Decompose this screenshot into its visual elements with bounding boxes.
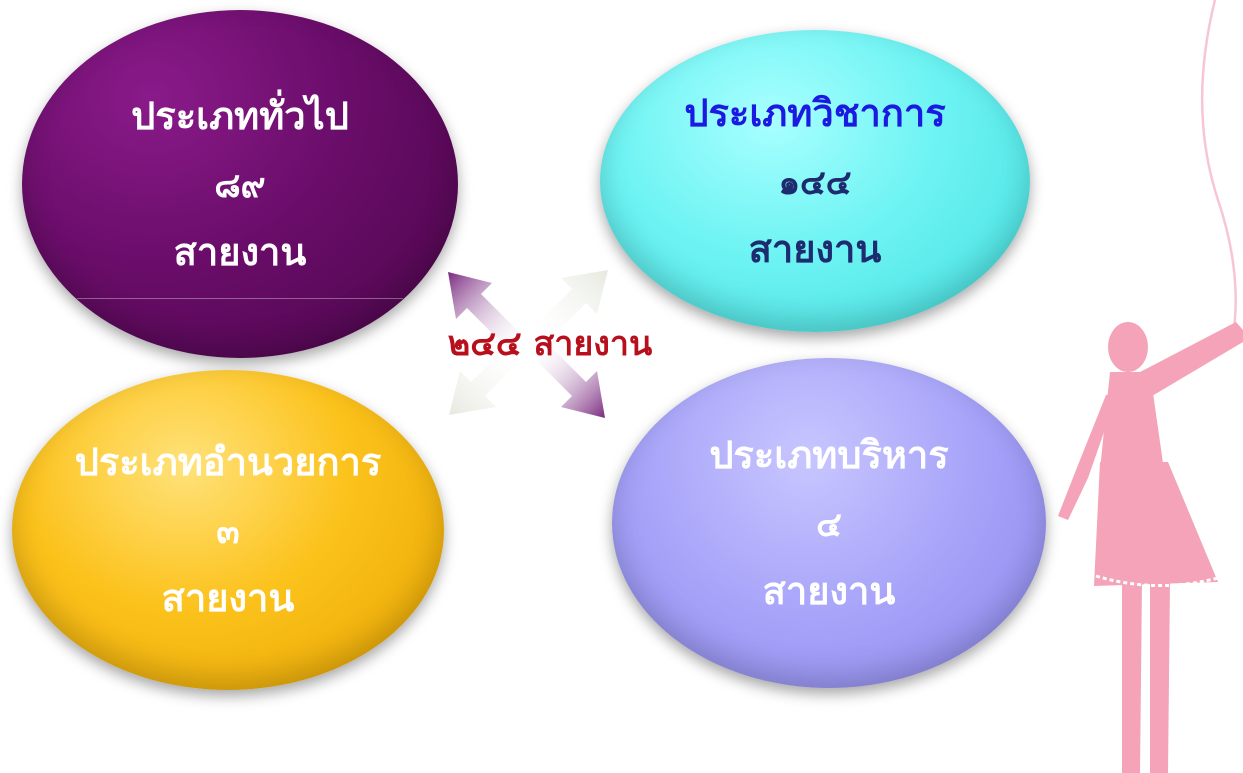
arrow-up-right-icon xyxy=(532,270,608,343)
arrow-down-left-icon xyxy=(449,347,520,415)
category-count: ๓ xyxy=(216,512,240,552)
category-title: ประเภททั่วไป xyxy=(131,94,349,138)
category-count: ๘๙ xyxy=(214,166,266,206)
category-academic: ประเภทวิชาการ ๑๔๔ สายงาน xyxy=(600,30,1030,332)
category-title: ประเภทวิชาการ xyxy=(684,91,946,135)
category-unit: สายงาน xyxy=(161,576,295,620)
category-unit: สายงาน xyxy=(748,227,882,271)
category-unit: สายงาน xyxy=(762,569,896,613)
category-count: ๔ xyxy=(816,505,842,545)
category-facility: ประเภทอำนวยการ ๓ สายงาน xyxy=(12,370,444,690)
category-unit: สายงาน xyxy=(173,230,307,274)
category-title: ประเภทบริหาร xyxy=(709,433,949,477)
gloss-line xyxy=(77,298,403,299)
category-general: ประเภททั่วไป ๘๙ สายงาน xyxy=(22,10,458,358)
category-count: ๑๔๔ xyxy=(778,163,852,203)
total-label: ๒๔๔ สายงาน xyxy=(447,324,653,364)
arrow-up-left-icon xyxy=(448,272,521,348)
category-title: ประเภทอำนวยการ xyxy=(74,440,382,484)
category-admin: ประเภทบริหาร ๔ สายงาน xyxy=(612,358,1046,688)
arrow-down-right-icon xyxy=(537,347,605,418)
